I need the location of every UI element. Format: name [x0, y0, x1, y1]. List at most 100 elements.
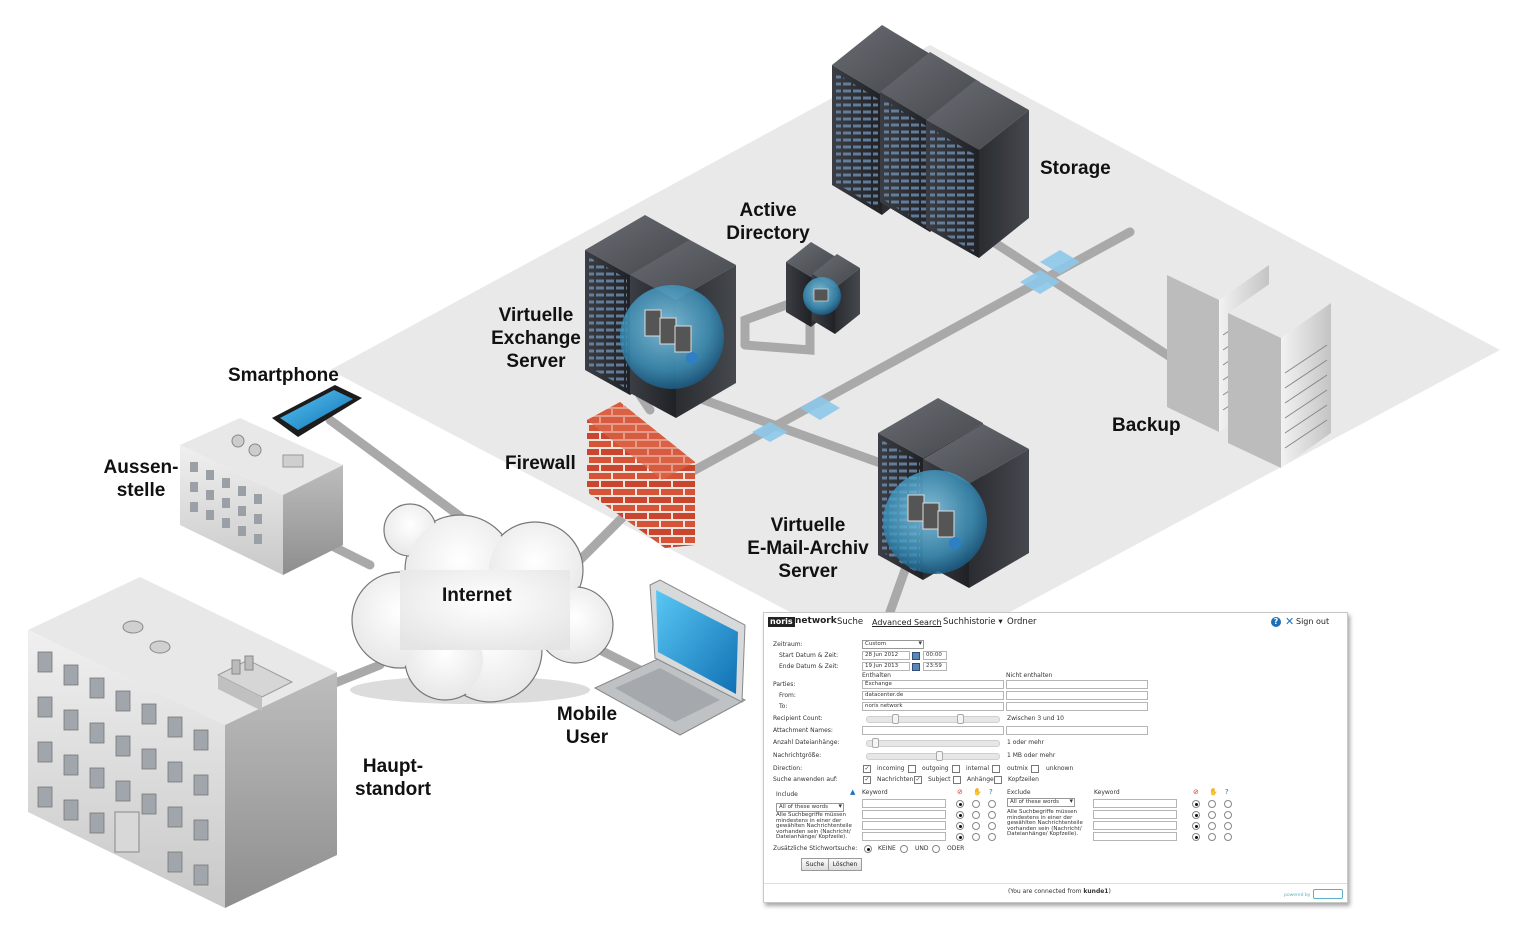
nav-suchhistorie[interactable]: Suchhistorie ▾ [943, 617, 1003, 627]
active-directory-label-line2: Directory [726, 223, 810, 244]
recipient-count-slider[interactable] [866, 716, 1000, 723]
exchange-server-racks [585, 215, 736, 418]
clear-button[interactable]: Löschen [828, 858, 862, 871]
include-radio[interactable] [972, 800, 980, 808]
exclude-radio[interactable] [1192, 822, 1200, 830]
parties-exclude-input[interactable] [1006, 680, 1148, 689]
zeitraum-label: Zeitraum: [773, 641, 803, 648]
zeitraum-select[interactable]: Custom [862, 640, 924, 649]
from-input[interactable]: datacenter.de [862, 691, 1004, 700]
search-button[interactable]: Suche [801, 858, 829, 871]
include-radio[interactable] [972, 833, 980, 841]
exclude-keyword-input[interactable] [1093, 832, 1177, 841]
direction-outmix-checkbox[interactable] [992, 765, 1000, 773]
include-radio[interactable] [956, 822, 964, 830]
powered-by-logo [1313, 889, 1343, 899]
to-exclude-input[interactable] [1006, 702, 1148, 711]
exclude-radio[interactable] [1208, 811, 1216, 819]
exclude-keyword-input[interactable] [1093, 821, 1177, 830]
start-date-label: Start Datum & Zeit: [779, 652, 839, 659]
nav-advanced-search[interactable]: Advanced Search [872, 618, 942, 627]
internet-label: Internet [442, 584, 512, 607]
groesse-slider[interactable] [866, 753, 1000, 760]
exclude-radio[interactable] [1208, 822, 1216, 830]
include-words-select[interactable]: All of these words [776, 803, 844, 812]
exchange-label-line3: Server [506, 351, 566, 372]
zusatz-oder-radio[interactable] [932, 845, 940, 853]
anzahl-slider[interactable] [866, 740, 1000, 747]
parties-input[interactable]: Exchange [862, 680, 1004, 689]
direction-outmix-label: outmix [1007, 765, 1028, 772]
exclude-radio[interactable] [1224, 811, 1232, 819]
attachment-names-input[interactable] [862, 726, 1004, 735]
include-keyword-input[interactable] [862, 832, 946, 841]
include-radio[interactable] [988, 822, 996, 830]
include-radio[interactable] [988, 811, 996, 819]
include-radio[interactable] [956, 800, 964, 808]
direction-internal-checkbox[interactable] [952, 765, 960, 773]
apply-nachrichten-checkbox[interactable]: ✓ [863, 776, 871, 784]
include-radio[interactable] [988, 800, 996, 808]
include-radio[interactable] [972, 811, 980, 819]
exclude-keyword-input[interactable] [1093, 799, 1177, 808]
exclude-keyword-input[interactable] [1093, 810, 1177, 819]
include-radio[interactable] [972, 822, 980, 830]
apply-anhaenge-checkbox[interactable] [953, 776, 961, 784]
direction-internal-label: internal [966, 765, 990, 772]
hauptstandort-label-line2: standort [355, 779, 431, 800]
groesse-slider-handle[interactable] [936, 751, 943, 761]
end-time-input[interactable]: 23:59 [923, 662, 947, 671]
hauptstandort-label-line1: Haupt- [362, 756, 424, 777]
nav-ordner[interactable]: Ordner [1007, 617, 1037, 627]
include-radio[interactable] [956, 811, 964, 819]
backup-label: Backup [1112, 414, 1181, 437]
include-hint-line: mindestens in einer der [776, 817, 842, 824]
zusatz-keine-radio[interactable] [864, 845, 872, 853]
aussenstelle-label-line2: stelle [116, 480, 166, 501]
from-label: From: [779, 692, 796, 699]
exclude-radio[interactable] [1192, 811, 1200, 819]
nav-suche[interactable]: Suche [837, 617, 864, 627]
backup-label-text: Backup [1112, 415, 1181, 436]
exclude-words-select[interactable]: All of these words [1007, 798, 1075, 807]
direction-unknown-checkbox[interactable] [1031, 765, 1039, 773]
direction-incoming-checkbox[interactable]: ✓ [863, 765, 871, 773]
start-date-input[interactable]: 28 Jun 2012 [862, 651, 910, 660]
to-input[interactable]: noris network [862, 702, 1004, 711]
exclude-hint-line: vorhanden sein (Nachricht/ [1007, 825, 1082, 832]
hand-icon: ✋ [1209, 788, 1218, 796]
attachment-names-exclude-input[interactable] [1006, 726, 1148, 735]
forbidden-icon: ⊘ [957, 788, 963, 796]
exclude-radio[interactable] [1192, 833, 1200, 841]
apply-kopfzeilen-checkbox[interactable] [994, 776, 1002, 784]
exclude-radio[interactable] [1192, 800, 1200, 808]
tools-icon[interactable]: ✕ [1285, 615, 1295, 628]
exclude-radio[interactable] [1224, 800, 1232, 808]
zusatz-und-radio[interactable] [900, 845, 908, 853]
include-keyword-input[interactable] [862, 799, 946, 808]
sign-out-link[interactable]: Sign out [1296, 617, 1330, 626]
storage-label-text: Storage [1040, 158, 1111, 179]
exclude-radio[interactable] [1224, 822, 1232, 830]
apply-subject-checkbox[interactable]: ✓ [914, 776, 922, 784]
include-keyword-input[interactable] [862, 821, 946, 830]
include-keyword-input[interactable] [862, 810, 946, 819]
direction-outgoing-checkbox[interactable] [908, 765, 916, 773]
from-exclude-input[interactable] [1006, 691, 1148, 700]
exclude-radio[interactable] [1208, 800, 1216, 808]
end-date-input[interactable]: 19 Jun 2013 [862, 662, 910, 671]
sort-up-icon[interactable]: ▲ [850, 788, 856, 796]
include-radio[interactable] [988, 833, 996, 841]
exclude-radio[interactable] [1208, 833, 1216, 841]
archiv-label-line1: Virtuelle [770, 515, 846, 536]
calendar-icon[interactable] [912, 652, 920, 660]
exclude-radio[interactable] [1224, 833, 1232, 841]
recipient-slider-handle[interactable] [957, 714, 964, 724]
anzahl-slider-handle[interactable] [872, 738, 879, 748]
recipient-slider-handle[interactable] [892, 714, 899, 724]
include-radio[interactable] [956, 833, 964, 841]
calendar-icon[interactable] [912, 663, 920, 671]
anzahl-value: 1 oder mehr [1007, 739, 1045, 746]
help-icon[interactable]: ? [1271, 617, 1281, 627]
start-time-input[interactable]: 00:00 [923, 651, 947, 660]
